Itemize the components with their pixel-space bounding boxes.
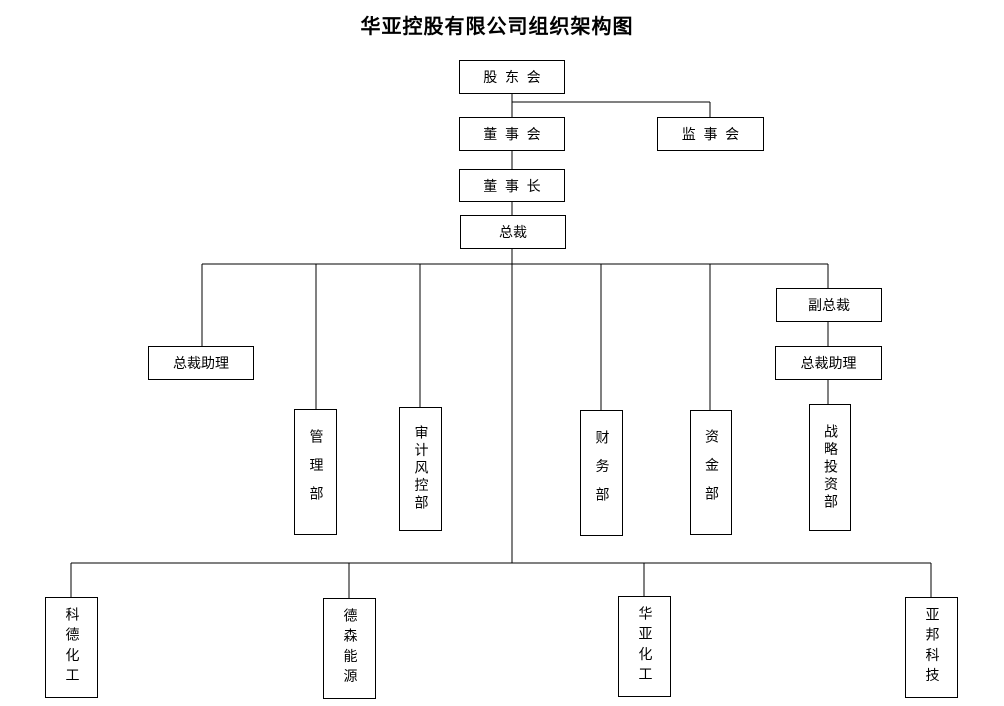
node-president-assistant: 总裁助理 — [148, 346, 254, 380]
node-sub-yabang: 亚邦科技 — [905, 597, 958, 698]
node-vice-president: 副总裁 — [776, 288, 882, 322]
node-shareholders: 股东会 — [459, 60, 565, 94]
node-president: 总裁 — [460, 215, 566, 249]
node-management-label: 管理部 — [307, 428, 324, 516]
node-sub-desen-label: 德森能源 — [341, 607, 358, 690]
node-audit-label: 审计风控部 — [412, 425, 429, 513]
node-treasury: 资金部 — [690, 410, 732, 535]
node-finance-label: 财务部 — [593, 429, 610, 517]
node-management: 管理部 — [294, 409, 337, 535]
node-finance: 财务部 — [580, 410, 623, 536]
node-chairman: 董事长 — [459, 169, 565, 202]
node-strategic-investment: 战略投资部 — [809, 404, 851, 531]
node-sub-huaya: 华亚化工 — [618, 596, 671, 697]
node-sub-huaya-label: 华亚化工 — [636, 605, 653, 688]
node-sub-kede: 科德化工 — [45, 597, 98, 698]
node-sub-desen: 德森能源 — [323, 598, 376, 699]
node-vp-assistant: 总裁助理 — [775, 346, 882, 380]
chart-title: 华亚控股有限公司组织架构图 — [360, 14, 634, 38]
node-board: 董事会 — [459, 117, 565, 151]
node-supervisors: 监事会 — [657, 117, 764, 151]
node-sub-yabang-label: 亚邦科技 — [923, 606, 940, 689]
node-sub-kede-label: 科德化工 — [63, 606, 80, 689]
node-treasury-label: 资金部 — [703, 429, 719, 516]
node-strategic-investment-label: 战略投资部 — [822, 423, 838, 512]
node-audit: 审计风控部 — [399, 407, 442, 531]
